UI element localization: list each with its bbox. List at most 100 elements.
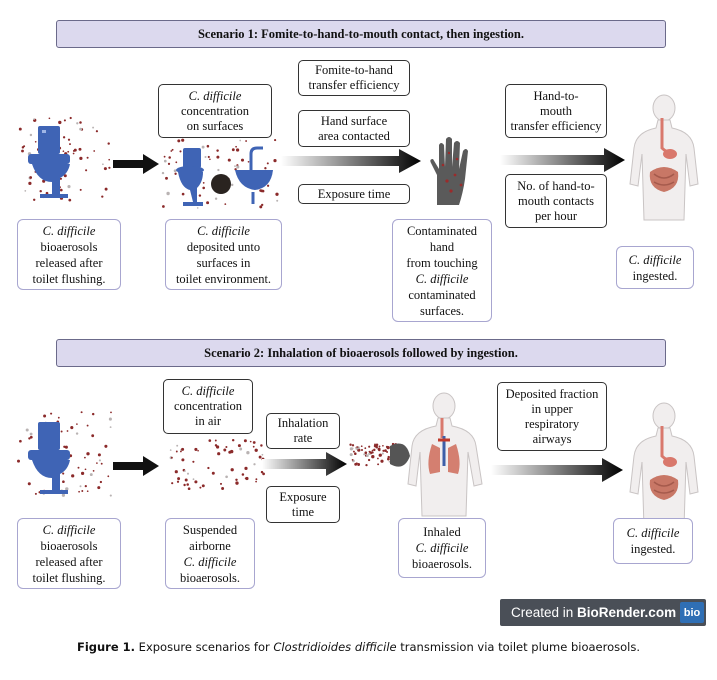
aerosol-dot [68,198,72,202]
aerosol-dot [214,444,218,447]
aerosol-dot [241,473,245,476]
text-line: bioaerosols [40,239,98,254]
aerosol-dot [33,198,36,201]
aerosol-dot [67,138,71,141]
aerosol-dot [93,150,96,152]
aerosol-dot [388,460,391,463]
aerosol-dot [187,487,191,491]
aerosol-dot [71,474,75,478]
aerosol-dot [349,447,354,451]
aerosol-dot [255,478,258,481]
inhaled-dots [349,442,398,467]
text-line: Deposited fraction [505,386,599,401]
aerosol-dot [249,440,252,443]
aerosol-dot [216,149,219,152]
aerosol-dot [252,441,256,444]
aerosol-dot [377,457,379,460]
aerosol-dot [62,480,65,484]
text-line: C. difficile [628,252,682,267]
aerosol-dot [221,487,225,490]
aerosol-dot [274,139,277,142]
scenario1-title: Scenario 1: Fomite-to-hand-to-mouth cont… [197,26,524,41]
aerosol-dot [21,149,24,153]
text-line: hand [429,239,455,254]
aerosol-dot [177,139,181,143]
aerosol-dot [101,195,104,198]
text-line: Contaminated [406,223,478,238]
aerosol-dot [258,455,262,459]
caption-text: Exposure scenarios for [135,640,274,654]
aerosol-dot [80,471,85,476]
text-line: C. difficile [197,223,250,238]
aerosol-dot [230,468,234,472]
aerosol-dot [366,454,369,458]
aerosol-dot [209,158,211,161]
aerosol-dot [224,203,227,205]
aerosol-dot [170,456,173,459]
aerosol-dot [259,205,263,209]
aerosol-dot [264,167,267,170]
text-line: bioaerosols. [411,557,473,571]
aerosol-dot [371,451,374,454]
param-hand-surface-area: Hand surface area contacted [298,110,410,147]
aerosol-dot [19,439,22,443]
aerosol-dot [377,463,380,466]
aerosol-dot [85,169,88,172]
aerosol-dot [170,150,173,152]
aerosol-dot [108,417,112,421]
caption-text: transmission via toilet plume bioaerosol… [396,640,641,654]
aerosol-dot [163,159,167,163]
aerosol-dot [384,449,387,452]
param-inhalation-rate: Inhalation rate [266,413,340,449]
aerosol-dot [236,165,240,169]
aerosol-dot [371,455,375,459]
aerosol-dot [102,163,104,166]
aerosol-dot [86,452,90,456]
aerosol-dot [69,143,71,146]
aerosol-dot [387,457,390,461]
text-line: mouth [540,103,572,118]
aerosol-dot [177,477,181,481]
aerosol-dot [169,449,172,451]
aerosol-dot [24,190,27,192]
biorender-badge: Created in BioRender.com bio [500,599,706,626]
aerosol-dot [219,482,223,485]
param-concentration-air: C. difficile concentration in air [163,379,253,434]
aerosol-dot [50,412,53,415]
aerosol-dot [206,201,210,205]
aerosol-dot [29,133,33,137]
aerosol-dot [196,207,199,209]
aerosol-dot [382,444,384,447]
aerosol-dot [247,160,250,163]
aerosol-dot [227,158,231,162]
aerosol-dot [79,188,82,191]
text-line: ingested. [630,542,676,556]
aerosol-dot [246,451,250,455]
aerosol-dot [86,490,89,493]
airborne-dots [169,438,266,491]
aerosol-dot [352,450,355,453]
box-ingested-1: C. difficile ingested. [616,246,694,289]
aerosol-dot [62,150,65,153]
aerosol-dot [73,148,77,152]
arrow-4 [113,456,159,476]
text-line: released after [35,255,103,270]
text-line: surfaces in [196,255,251,270]
param-concentration-surfaces: C. difficile concentration on surfaces [158,84,272,138]
aerosol-cloud-icon [169,438,266,491]
aerosol-dot [171,148,174,151]
text-line: Suspended [182,522,238,537]
aerosol-dot [379,453,382,457]
aerosol-dot [255,480,257,483]
aerosol-dot [186,483,189,486]
aerosol-dot [91,412,95,416]
aerosol-dot [378,445,381,448]
text-line: toilet flushing. [32,570,106,585]
text-line: C. difficile [415,271,469,286]
aerosol-dot [276,199,279,202]
aerosol-dot [161,171,165,175]
aerosol-dot [214,197,218,200]
text-line: C. difficile [181,384,235,398]
aerosol-dot [184,478,188,482]
aerosol-dot [29,435,33,439]
